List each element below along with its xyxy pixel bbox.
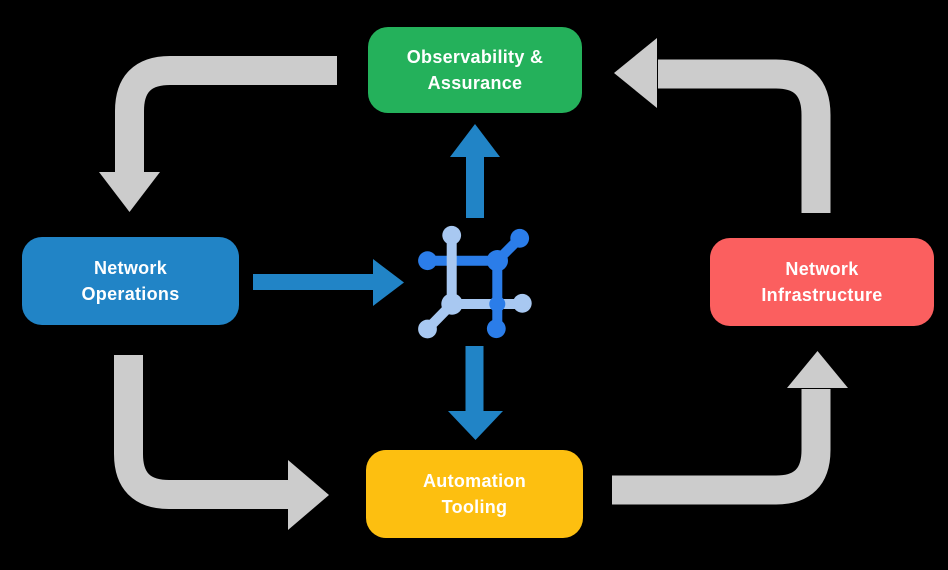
node-label: Network Infrastructure xyxy=(761,258,883,305)
icon-node-lower-left xyxy=(418,319,437,339)
icon-joint-bottom-left xyxy=(441,293,463,315)
arrow-observability-to-operations xyxy=(99,56,337,212)
arrowhead-right xyxy=(373,259,404,306)
node-label: Observability & Assurance xyxy=(406,46,544,93)
arrowhead-right xyxy=(288,460,329,530)
icon-node-left xyxy=(418,251,437,271)
arrow-operations-to-automation xyxy=(114,355,329,530)
arrowhead-left xyxy=(614,38,657,108)
arrow-automation-to-infrastructure xyxy=(612,351,848,505)
icon-node-upper-right xyxy=(510,228,530,248)
arrow-center-to-automation xyxy=(448,346,503,440)
arrow-shaft xyxy=(612,389,831,505)
node-label: Automation Tooling xyxy=(423,470,526,517)
arrowhead-up xyxy=(787,351,848,388)
arrow-shaft xyxy=(115,56,337,173)
icon-node-top xyxy=(442,225,462,245)
node-label: Network Operations xyxy=(81,257,180,304)
arrowhead-up xyxy=(450,124,500,157)
icon-joint-top-right xyxy=(486,250,508,272)
arrow-operations-to-center xyxy=(253,259,404,306)
network-mesh-icon xyxy=(418,225,532,339)
node-observability-assurance: Observability & Assurance xyxy=(368,27,582,113)
icon-node-right xyxy=(512,293,532,313)
node-network-operations: Network Operations xyxy=(22,237,239,325)
arrowhead-down xyxy=(99,172,160,212)
arrow-shaft xyxy=(658,59,831,213)
arrow-shaft xyxy=(114,355,289,509)
arrowhead-down xyxy=(448,411,503,440)
icon-joint-bottom-right xyxy=(489,296,506,312)
node-network-infrastructure: Network Infrastructure xyxy=(710,238,934,326)
icon-node-bottom xyxy=(486,319,506,339)
arrow-infrastructure-to-observability xyxy=(614,38,831,213)
arrow-center-to-observability xyxy=(450,124,500,218)
node-automation-tooling: Automation Tooling xyxy=(366,450,583,538)
